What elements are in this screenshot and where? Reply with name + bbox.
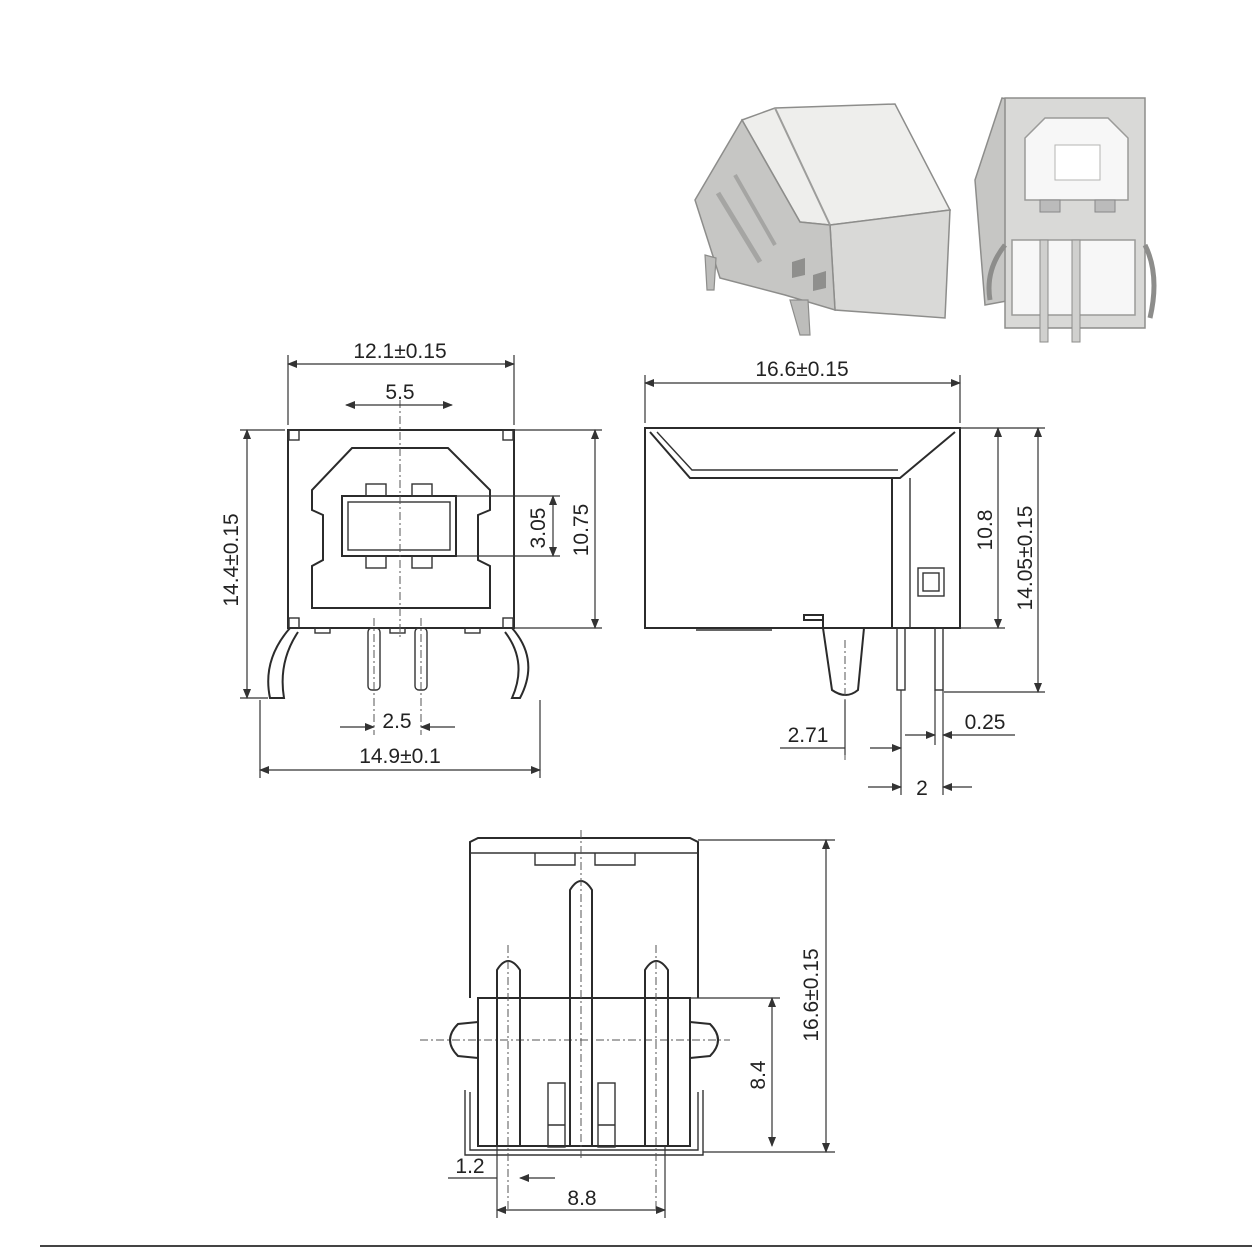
dim-side-body-height: 10.8 <box>974 510 997 551</box>
front-view <box>240 355 602 778</box>
dim-side-length: 16.6±0.15 <box>755 358 848 381</box>
dim-front-width-total: 14.9±0.1 <box>359 745 441 768</box>
dim-side-pin-thickness: 0.25 <box>965 711 1006 734</box>
dim-side-pin-spacing: 2 <box>916 777 928 800</box>
dim-bottom-wall-offset: 1.2 <box>455 1155 484 1178</box>
bottom-view <box>420 830 835 1218</box>
dim-side-total-height: 14.05±0.15 <box>1014 506 1037 611</box>
dim-side-peg-offset: 2.71 <box>788 724 829 747</box>
dim-front-height: 14.4±0.15 <box>220 513 243 606</box>
dim-bottom-length: 16.6±0.15 <box>800 948 823 1041</box>
product-photo-front <box>974 97 1157 343</box>
product-photo-angled <box>694 103 952 336</box>
dim-front-window-width: 5.5 <box>385 381 414 404</box>
side-view <box>644 375 1045 795</box>
dim-bottom-peg-position: 8.4 <box>747 1060 770 1090</box>
dim-front-width-top: 12.1±0.15 <box>353 340 446 363</box>
dim-front-body-height: 10.75 <box>570 504 593 557</box>
dim-front-window-height: 3.05 <box>527 508 550 549</box>
dim-bottom-peg-spacing: 8.8 <box>567 1187 596 1210</box>
dim-front-pin-pitch: 2.5 <box>382 710 411 733</box>
